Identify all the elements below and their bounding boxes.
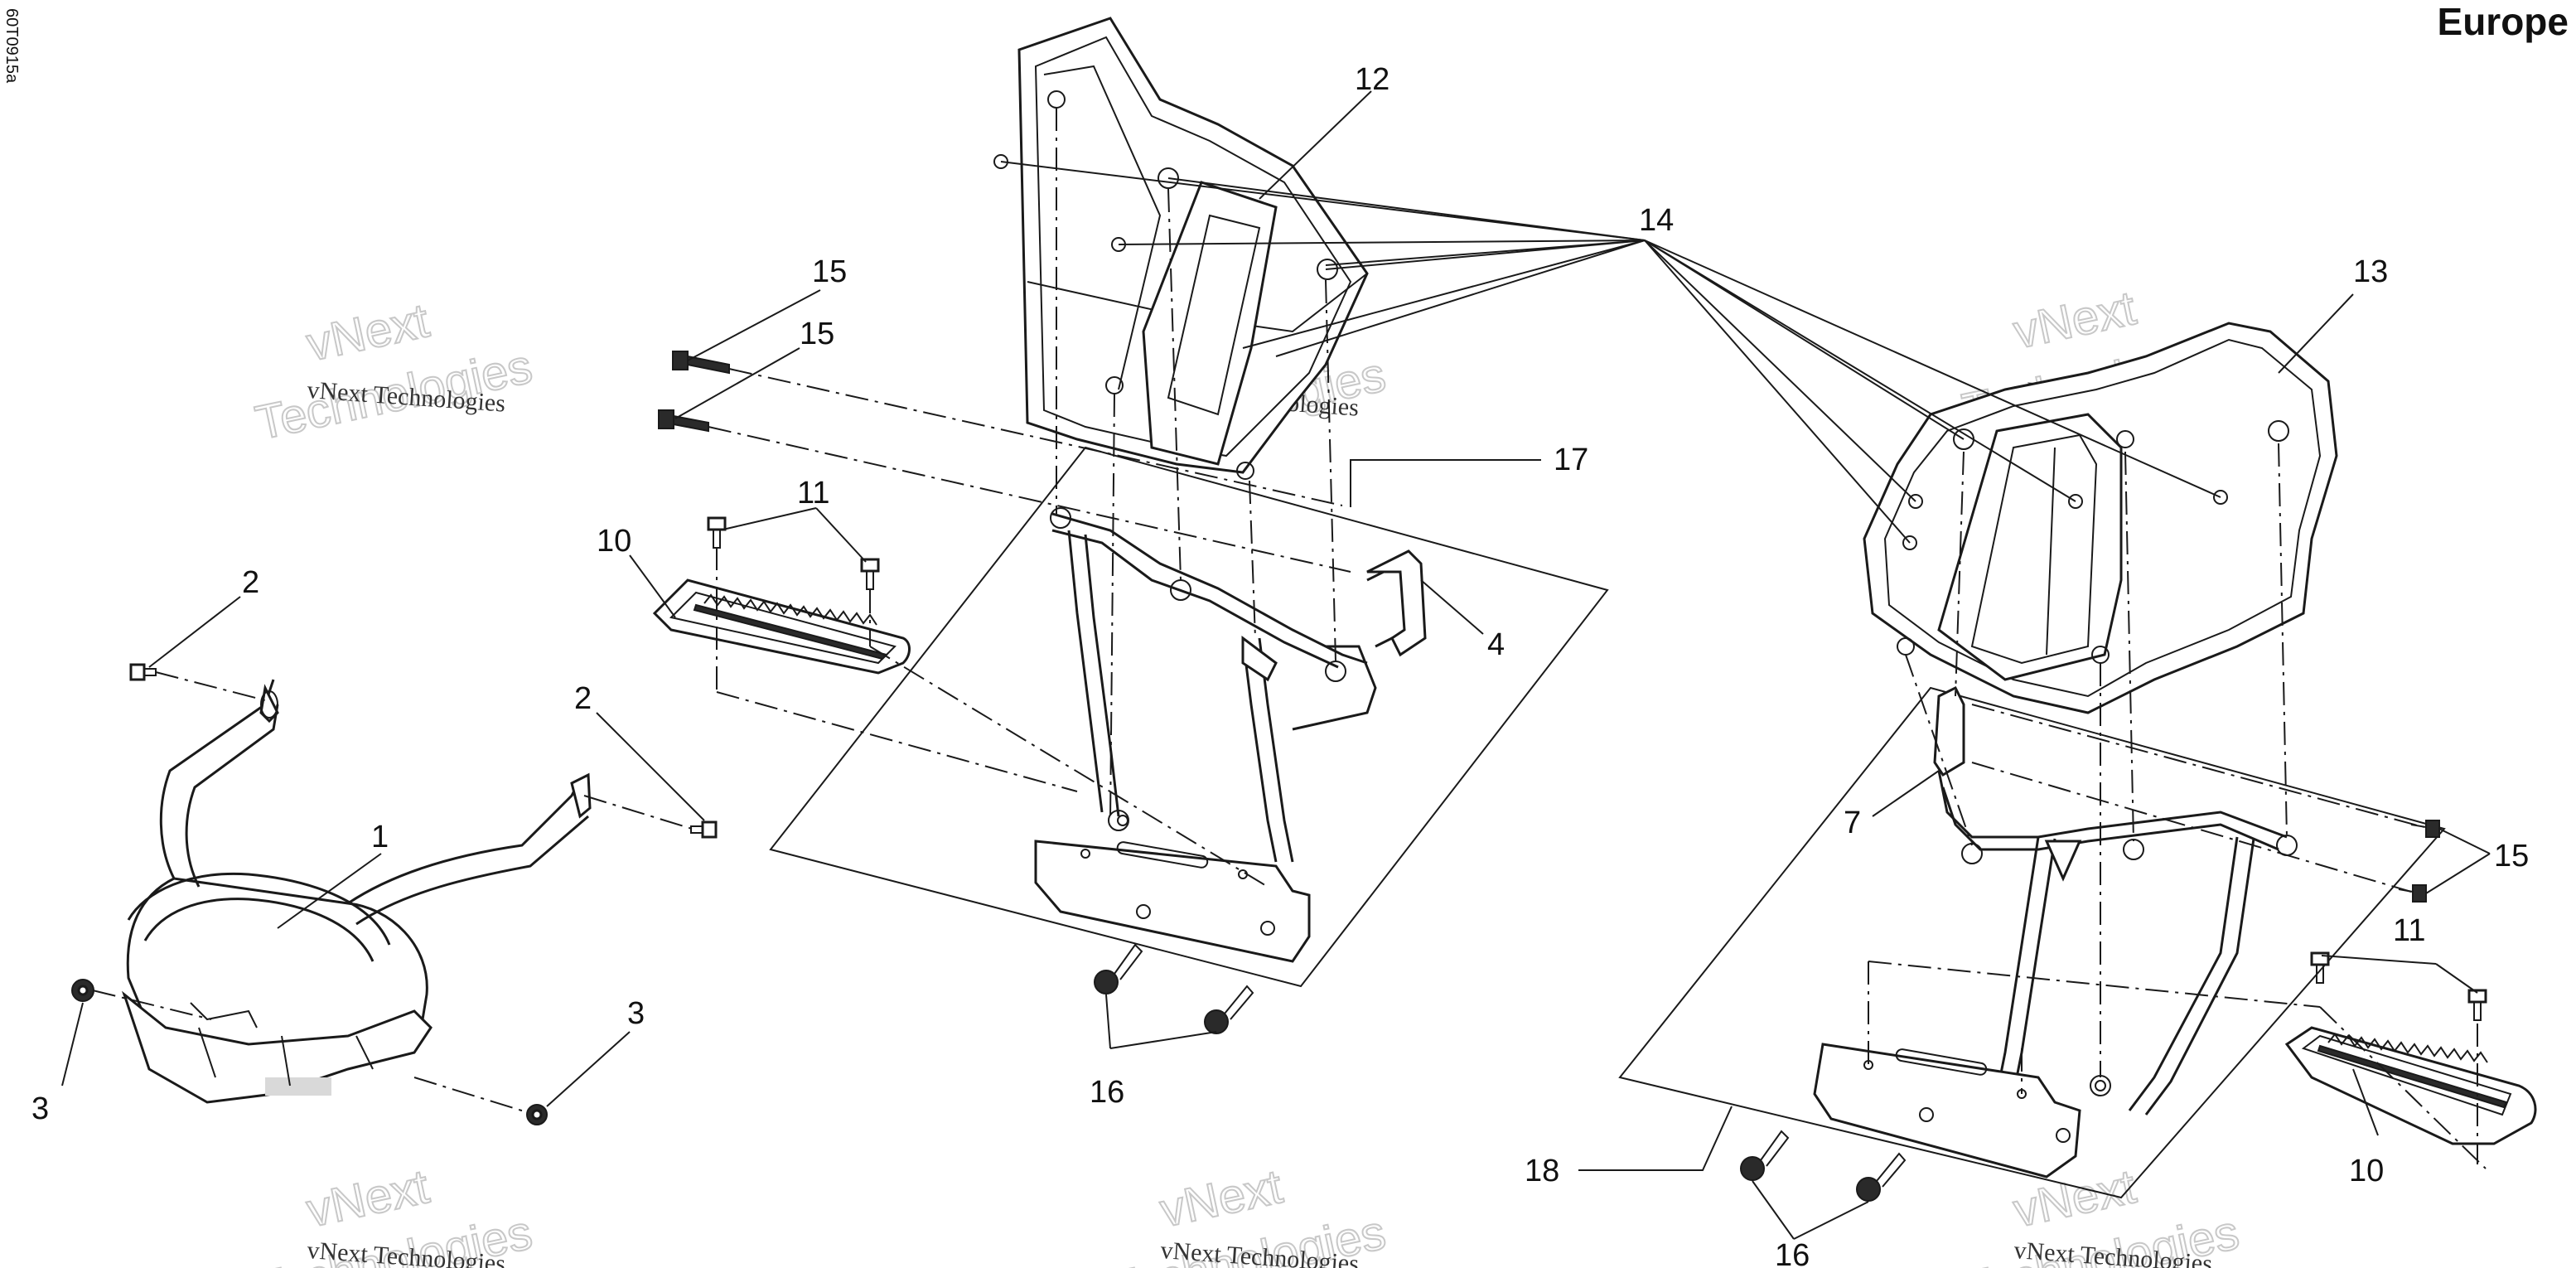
callout-11: 11 — [2393, 913, 2425, 948]
nut-3-right — [526, 1104, 548, 1125]
clip-14 — [1902, 535, 1917, 550]
drawing-code: 60T0915a — [2, 8, 21, 84]
leader-lines — [61, 90, 2491, 1240]
callout-15: 15 — [2494, 839, 2529, 874]
callout-17: 17 — [1554, 443, 1588, 477]
plane-right-assembly — [1618, 686, 2446, 1199]
callout-14: 14 — [1639, 203, 1674, 238]
bolt-15-lower — [658, 409, 709, 433]
watermark-line1: vNext — [2009, 281, 2141, 359]
callout-7: 7 — [1844, 806, 1861, 840]
support-frame-right-part — [1813, 685, 2298, 1178]
clip-14 — [1908, 494, 1923, 509]
callout-labels: 1 2 2 3 3 4 7 10 10 11 11 12 13 14 15 15… — [31, 62, 2529, 1268]
callout-15: 15 — [812, 254, 847, 289]
footrest-left-part — [652, 578, 911, 675]
screw-2-left — [129, 663, 157, 681]
fastener-bolts — [71, 154, 2487, 1202]
alignment-lines — [92, 108, 2487, 1169]
bolt-16-right-b — [1856, 1152, 1907, 1202]
callout-11: 11 — [797, 476, 829, 511]
shell-left-part — [1017, 17, 1369, 480]
footrest-right-part — [2284, 1026, 2537, 1145]
watermark-top-left: vNext Technologies — [250, 293, 538, 451]
watermark-line1: vNext — [302, 293, 434, 371]
bolt-15-upper — [672, 351, 730, 375]
callout-2: 2 — [242, 565, 259, 600]
watermark-line1: vNext — [302, 1159, 434, 1237]
support-frame-left-part — [1034, 507, 1427, 963]
callout-2: 2 — [574, 681, 592, 716]
screw-2-right — [690, 820, 718, 839]
bolt-16-left-b — [1204, 985, 1254, 1034]
bolt-15-right-lower — [2398, 884, 2427, 903]
callout-3: 3 — [31, 1091, 49, 1126]
callout-1: 1 — [371, 820, 389, 854]
shell-right-part — [1863, 322, 2338, 714]
plane-left-assembly — [769, 446, 1609, 988]
callout-18: 18 — [1525, 1154, 1559, 1188]
callout-12: 12 — [1355, 62, 1389, 97]
callout-16: 16 — [1090, 1075, 1124, 1110]
callout-10: 10 — [2349, 1154, 2384, 1188]
stud-11-left-b — [860, 558, 880, 590]
callout-13: 13 — [2353, 254, 2388, 289]
clip-14 — [2213, 490, 2228, 505]
clip-14 — [2068, 494, 2083, 509]
stud-11-right-b — [2467, 989, 2487, 1021]
callout-4: 4 — [1487, 627, 1505, 662]
bumper-bar-part — [121, 679, 592, 1104]
bolt-15-right-upper — [2410, 820, 2440, 838]
watermark-line1: vNext — [1156, 1159, 1288, 1237]
bolt-16-right-a — [1740, 1130, 1790, 1181]
bolt-16-left-a — [1094, 943, 1143, 995]
callout-16: 16 — [1775, 1238, 1810, 1268]
nut-3-left — [71, 979, 94, 1002]
stud-11-left-a — [707, 516, 727, 549]
region-label: Europe — [2438, 0, 2569, 43]
callout-15: 15 — [800, 317, 834, 351]
callout-3: 3 — [627, 996, 645, 1031]
callout-10: 10 — [597, 524, 631, 559]
